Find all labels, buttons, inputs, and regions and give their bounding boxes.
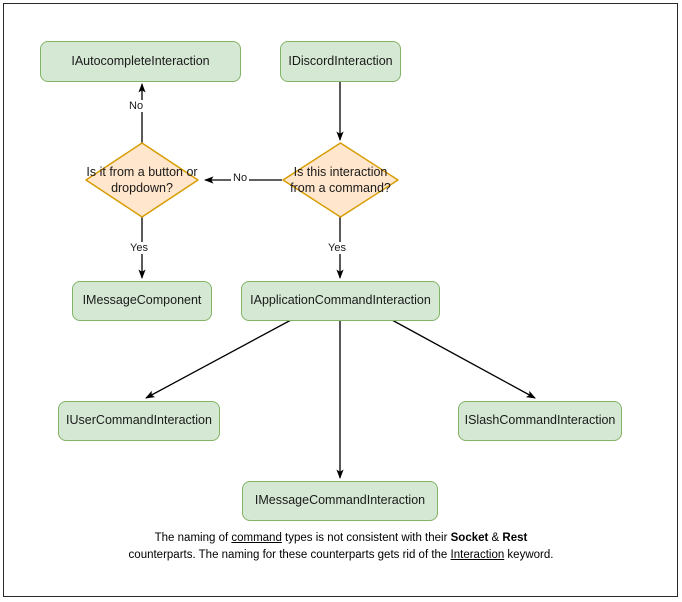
node-message-component[interactable]: IMessageComponent [72, 281, 212, 321]
caption-line3-part1: counterparts gets rid of the [310, 548, 451, 561]
node-label: IDiscordInteraction [288, 53, 393, 68]
caption-line2-rest: counterparts. The naming for these [128, 548, 308, 561]
diamond-shape [85, 142, 199, 218]
edge-label-no-between-decisions: No [231, 172, 250, 185]
node-decision-button-or-dropdown[interactable]: Is it from a button or dropdown? [85, 142, 199, 218]
node-label: IAutocompleteInteraction [71, 53, 210, 68]
node-slash-command-interaction[interactable]: ISlashCommandInteraction [458, 401, 622, 441]
caption-ampersand: & [488, 532, 503, 544]
caption-line1-part2: types is not consistent with their [281, 532, 448, 544]
diamond-shape [282, 142, 399, 218]
node-application-command-interaction[interactable]: IApplicationCommandInteraction [241, 281, 440, 321]
edge-label-no-to-autocomplete: No [127, 100, 146, 113]
caption-bold-rest: Rest [502, 532, 528, 544]
caption-bold-socket: Socket [450, 532, 489, 544]
node-label: IMessageComponent [82, 293, 202, 308]
diagram-caption: The naming of command types is not consi… [120, 530, 562, 563]
node-message-command-interaction[interactable]: IMessageCommandInteraction [242, 481, 438, 521]
node-user-command-interaction[interactable]: IUserCommandInteraction [58, 401, 220, 441]
node-label: ISlashCommandInteraction [464, 413, 616, 428]
node-decision-from-command[interactable]: Is this interaction from a command? [282, 142, 399, 218]
edge-app-command-to-user-command [145, 319, 292, 399]
caption-line3-part2: keyword. [504, 548, 554, 561]
node-autocomplete-interaction[interactable]: IAutocompleteInteraction [40, 41, 241, 82]
node-label: IMessageCommandInteraction [254, 493, 426, 508]
node-label: IUserCommandInteraction [66, 413, 212, 428]
node-discord-interaction[interactable]: IDiscordInteraction [280, 41, 401, 82]
caption-line1-part1: The naming of [154, 532, 232, 544]
caption-underline-interaction: Interaction [450, 548, 505, 561]
edge-app-command-to-slash-command [391, 319, 536, 399]
edge-label-yes-to-app-command: Yes [326, 242, 348, 255]
caption-underline-command: command [231, 532, 282, 544]
edge-label-yes-to-message-component: Yes [128, 242, 150, 255]
node-label: IApplicationCommandInteraction [250, 293, 431, 308]
